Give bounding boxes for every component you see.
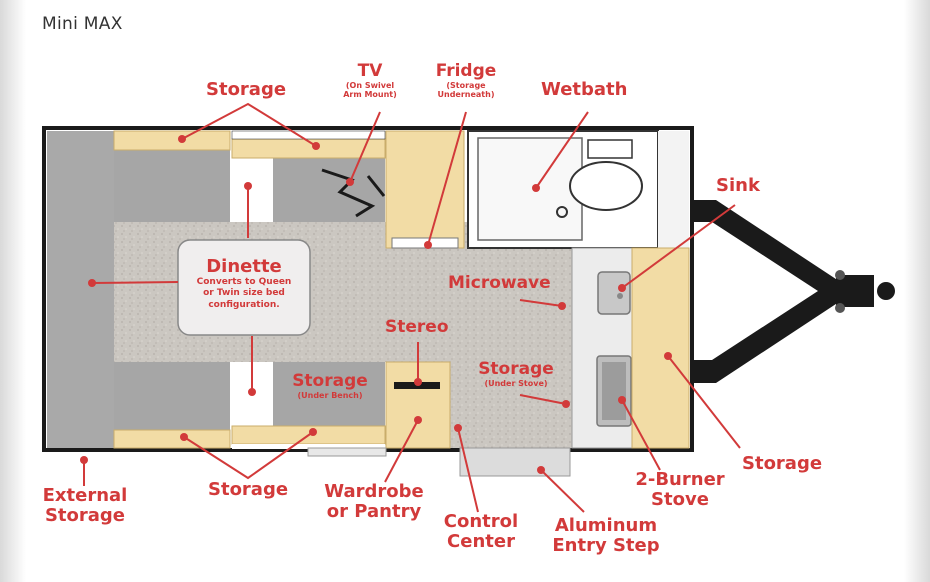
label-2-burner-stove: 2-Burner Stove <box>632 469 728 511</box>
label-storage-bench-sub: (Under Bench) <box>297 391 363 401</box>
fridge-cabinet <box>385 130 465 249</box>
label-dinette-sub3: configuration. <box>208 299 280 310</box>
label-sink: Sink <box>716 175 760 196</box>
label-storage-stove-sub: (Under Stove) <box>484 379 548 389</box>
dinette-table <box>177 239 311 336</box>
storage-right-cabinet <box>631 247 690 449</box>
right-edge-shadow <box>904 0 930 582</box>
label-microwave: Microwave <box>448 273 551 293</box>
label-storage-bottom: Storage <box>208 479 289 500</box>
label-external-storage-2: Storage <box>44 505 126 527</box>
label-tv-sub2: Arm Mount) <box>343 90 397 100</box>
aluminum-entry-step <box>459 447 571 477</box>
label-fridge-sub1: (Storage <box>446 81 486 91</box>
label-storage-stove: Storage (Under Stove) <box>472 359 560 389</box>
external-storage-area <box>47 131 114 448</box>
label-storage-bench: Storage (Under Bench) <box>286 371 374 401</box>
leader-dots <box>80 135 672 474</box>
label-control-2: Center <box>447 531 515 553</box>
label-storage-stove-main: Storage <box>478 359 554 379</box>
label-wardrobe-2: or Pantry <box>326 501 422 523</box>
label-storage-right: Storage <box>742 453 823 474</box>
label-dinette-sub2: or Twin size bed <box>203 288 285 299</box>
label-stove-1: 2-Burner <box>635 469 725 490</box>
label-fridge: Fridge (Storage Underneath) <box>425 61 507 100</box>
label-control-1: Control <box>443 511 519 532</box>
label-wardrobe-1: Wardrobe <box>324 481 424 502</box>
label-storage-bench-main: Storage <box>292 371 368 391</box>
label-aluminum-entry-step: Aluminum Entry Step <box>550 515 662 557</box>
label-fridge-sub2: Underneath) <box>437 90 495 100</box>
label-step-2: Entry Step <box>552 535 660 557</box>
label-wardrobe: Wardrobe or Pantry <box>322 481 426 523</box>
label-storage-top: Storage <box>206 79 287 100</box>
leader-lines <box>83 102 741 513</box>
left-edge-shadow <box>0 0 26 582</box>
label-dinette-main: Dinette <box>206 256 282 277</box>
label-tv-main: TV <box>357 61 383 81</box>
label-dinette-sub1: Converts to Queen <box>196 277 292 287</box>
label-stereo: Stereo <box>385 317 449 337</box>
label-external-storage: External Storage <box>38 485 132 527</box>
label-dinette: Dinette Converts to Queen or Twin size b… <box>180 256 308 311</box>
label-external-storage-1: External <box>42 485 128 506</box>
label-control-center: Control Center <box>440 511 522 553</box>
label-tv: TV (On Swivel Arm Mount) <box>334 61 406 100</box>
label-fridge-main: Fridge <box>435 61 497 81</box>
trailer-hitch <box>690 200 895 383</box>
label-step-1: Aluminum <box>554 515 658 536</box>
label-wetbath: Wetbath <box>541 79 628 100</box>
diagram-title: Mini MAX <box>42 14 123 34</box>
label-stove-2: Stove <box>651 489 709 511</box>
label-tv-sub1: (On Swivel <box>345 81 395 91</box>
sink-basin <box>597 271 631 315</box>
